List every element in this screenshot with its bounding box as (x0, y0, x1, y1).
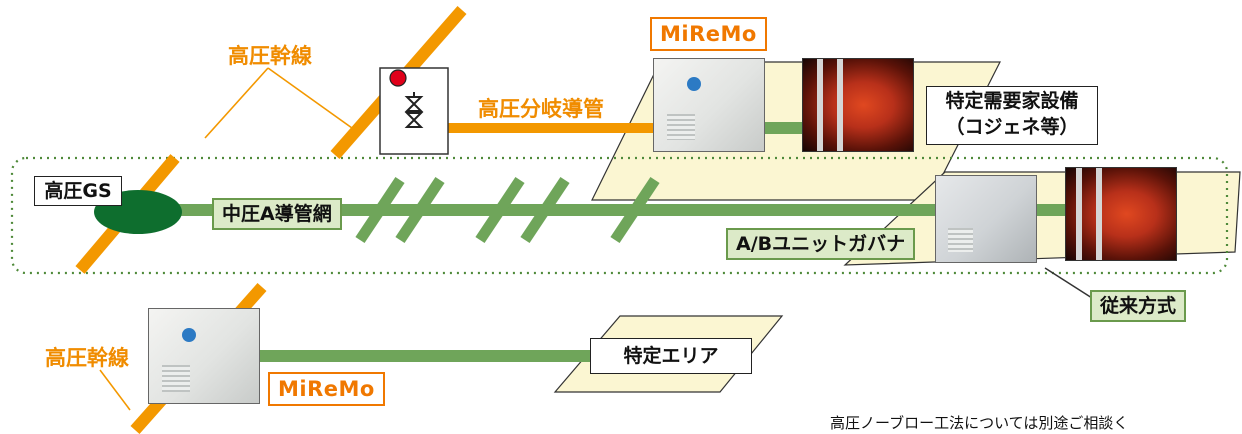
high-pressure-gs-label: 高圧GS (34, 176, 122, 206)
leader-line (99, 369, 131, 411)
ab-unit-governor-photo (935, 175, 1037, 263)
unit-vent (948, 227, 973, 252)
medium-pressure-network-boundary (10, 156, 1229, 275)
unit-logo-icon (687, 77, 701, 92)
conventional-method-label: 従来方式 (1090, 290, 1187, 322)
leader-line (1044, 267, 1093, 299)
medium-pressure-branch (520, 176, 570, 244)
ab-unit-governor-label: A/Bユニットガバナ (726, 228, 916, 260)
facility-label-line1: 特定需要家設備 (945, 90, 1079, 112)
specific-area-label: 特定エリア (590, 338, 752, 374)
leader-line (204, 67, 269, 139)
miremo-brand-top: MiReMo (650, 17, 767, 51)
miremo-brand-bottom: MiReMo (268, 372, 385, 406)
unit-logo-icon (182, 327, 196, 342)
high-pressure-branch-pipe-label: 高圧分岐導管 (478, 97, 604, 121)
valve-icon (404, 92, 424, 128)
specific-customer-facility-label: 特定需要家設備 （コジェネ等） (926, 86, 1098, 145)
medium-pressure-network-label: 中圧A導管網 (212, 198, 342, 230)
medium-pressure-branch (395, 176, 445, 244)
cogeneration-photo-top (802, 58, 914, 152)
high-pressure-trunk-label-top: 高圧幹線 (228, 44, 312, 68)
medium-pressure-branch (370, 245, 410, 255)
unit-vent (162, 365, 190, 392)
high-pressure-trunk-label-bottom: 高圧幹線 (45, 346, 129, 370)
facility-label-line2: （コジェネ等） (945, 116, 1079, 138)
cogeneration-photo-right (1065, 167, 1177, 261)
miremo-unit-photo-top (653, 58, 765, 152)
unit-vent (667, 114, 695, 140)
miremo-unit-photo-bottom (148, 308, 260, 404)
medium-pressure-branch (610, 176, 660, 244)
leader-line (267, 67, 353, 129)
footnote-text: 高圧ノーブロー工法については別途ご相談く (830, 414, 1129, 432)
medium-pressure-branch (355, 176, 405, 244)
medium-pressure-branch (475, 176, 525, 244)
valve-marker-icon (389, 69, 407, 87)
